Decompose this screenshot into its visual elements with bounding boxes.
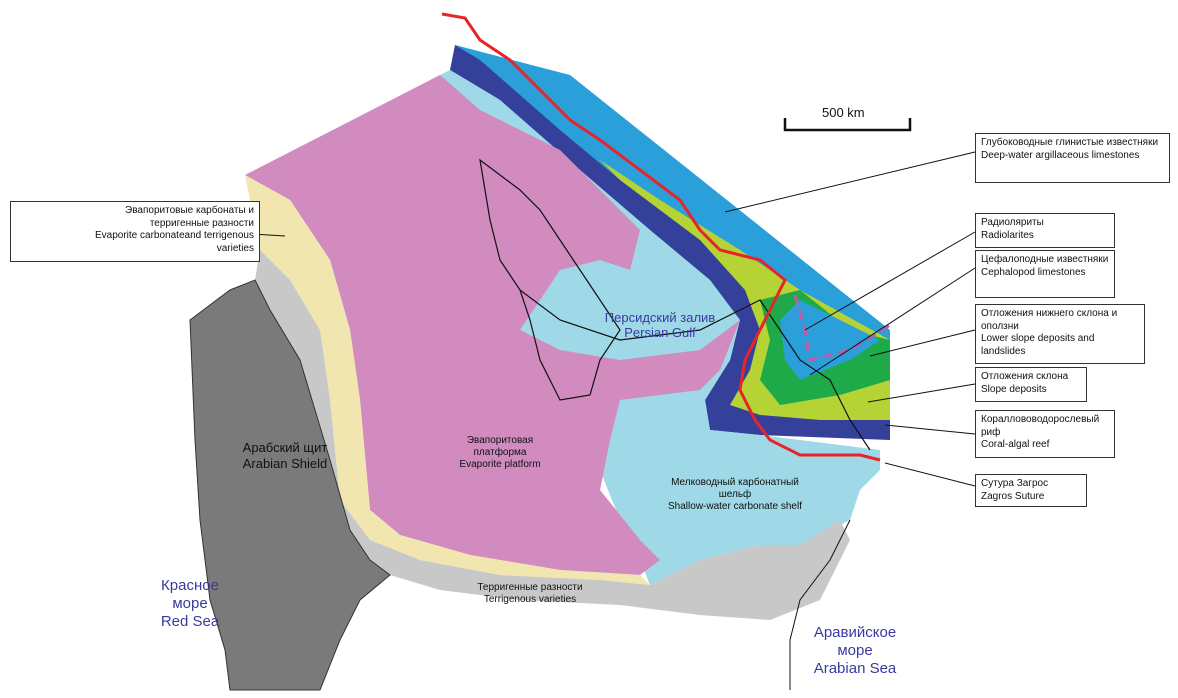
label-ru: Терригенные разности	[477, 582, 583, 593]
label-ru1: Красное	[161, 577, 219, 594]
legend-en: Radiolarites	[981, 229, 1034, 241]
coastline-gulf	[519, 289, 871, 451]
persian-gulf-label: Персидский залив Persian Gulf	[600, 310, 720, 340]
legend-en: Lower slope deposits and landslides	[981, 333, 1095, 357]
legend-ru: Отложения нижнего склона и оползни	[981, 308, 1118, 332]
leader-lines	[219, 151, 976, 487]
shallow-shelf-label: Мелководный карбонатный шельф Shallow-wa…	[650, 477, 820, 513]
coastline-arabian-sea	[789, 519, 851, 690]
legend-ru: Глубоководные глинистые известняки	[981, 137, 1159, 148]
evaporite-carbonate-area	[245, 175, 650, 585]
scale-bar-label: 500 km	[822, 105, 865, 120]
legend-en: Cephalopod limestones	[981, 266, 1086, 278]
legend-left-ru2: терригенные разности	[149, 217, 254, 229]
label-en: Persian Gulf	[624, 325, 696, 340]
legend-ru: Кораллововодорослевый риф	[981, 414, 1100, 438]
zagros-suture-line	[441, 12, 881, 462]
legend-left-ru1: Эвапоритовые карбонаты и	[125, 205, 254, 216]
red-sea-label: Красное море Red Sea	[150, 577, 230, 631]
legend-en: Coral-algal reef	[981, 439, 1050, 450]
legend-en: Zagros Suture	[981, 490, 1045, 502]
cephalopod-area	[780, 300, 880, 380]
legend-left-en1: Evaporite carbonateand terrigenous	[95, 230, 254, 241]
label-en: Evaporite platform	[459, 459, 541, 470]
coral-algal-reef-band	[450, 45, 890, 440]
label-en: Red Sea	[160, 613, 220, 630]
label-ru1: Аравийское	[813, 624, 897, 641]
legend-left-box: Эвапоритовые карбонаты и терригенные раз…	[10, 201, 260, 262]
evaporite-platform-area	[245, 75, 740, 575]
evaporite-platform-label: Эвапоритовая платформа Evaporite platfor…	[440, 435, 560, 471]
label-en: Shallow-water carbonate shelf	[668, 501, 802, 512]
legend-left-en2: varieties	[216, 242, 254, 254]
arabian-sea-label: Аравийское море Arabian Sea	[800, 624, 910, 678]
legend-en: Slope deposits	[981, 383, 1047, 395]
label-en: Arabian Sea	[813, 660, 897, 677]
legend-ru: Радиоляриты	[981, 217, 1044, 228]
terrigenous-label: Терригенные разности Terrigenous varieti…	[455, 582, 605, 606]
arabian-shield-area	[189, 279, 391, 691]
label-en: Terrigenous varieties	[483, 594, 577, 605]
legend-ru: Отложения склона	[981, 371, 1069, 382]
scale-bar	[783, 118, 912, 132]
label-ru: Персидский залив	[604, 310, 716, 325]
label-ru2: шельф	[718, 489, 752, 500]
arabian-shield-label: Арабский щит Arabian Shield	[225, 440, 345, 472]
label-ru1: Эвапоритовая	[466, 435, 534, 446]
label-ru: Арабский щит	[242, 440, 328, 455]
label-en: Arabian Shield	[242, 456, 328, 471]
radiolarites-boundary	[793, 294, 891, 362]
label-ru2: море	[837, 642, 873, 659]
coastline	[479, 158, 621, 401]
label-ru1: Мелководный карбонатный	[671, 477, 799, 488]
label-ru2: платформа	[473, 447, 527, 458]
legend-ru: Цефалоподные известняки	[981, 254, 1109, 265]
terrigenous-area	[255, 250, 850, 620]
legend-en: Deep-water argillaceous limestones	[981, 149, 1140, 161]
legend-ru: Сутура Загрос	[981, 478, 1049, 489]
label-ru2: море	[172, 595, 208, 612]
